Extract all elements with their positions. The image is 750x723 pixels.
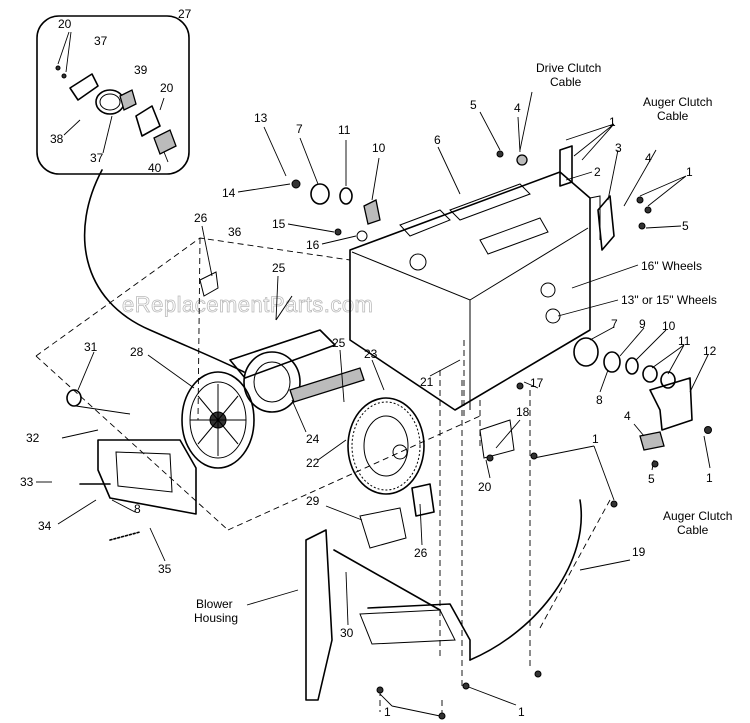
component-labels: Drive Clutch Cable Auger Clutch Cable 16… [194,61,732,625]
inset-pointer-arrow [83,169,245,373]
callout: 18 [516,405,530,419]
callout: 4 [645,151,652,165]
callout: 32 [26,431,40,445]
callout: 6 [434,133,441,147]
callout: 26 [194,211,208,225]
callout: 16 [306,238,320,252]
label-auger-clutch-cable-top: Cable [657,109,689,123]
callout: 34 [38,519,52,533]
callout: 25 [272,261,286,275]
right-bracket [559,145,712,451]
callout: 39 [134,63,148,77]
label-drive-clutch-cable: Drive Clutch [536,61,601,75]
callout: 38 [50,132,64,146]
callout: 1 [609,115,616,129]
inset-box [36,15,190,175]
callout: 1 [592,432,599,446]
callout: 1 [686,165,693,179]
callout: 29 [306,494,320,508]
callout: 10 [372,141,386,155]
callout: 11 [338,123,351,137]
callout: 37 [90,151,104,165]
label-13-15-wheels: 13" or 15" Wheels [621,293,717,307]
watermark: eReplacementParts.com [122,292,373,317]
callout: 12 [703,344,717,358]
callout: 1 [706,471,713,485]
label-16-wheels: 16" Wheels [641,259,702,273]
label-auger-clutch-cable-low: Auger Clutch [663,509,732,523]
label-blower-housing: Blower [196,597,233,611]
drive-gear [347,397,425,495]
callout: 35 [158,562,172,576]
callout: 5 [470,98,477,112]
callout: 7 [296,122,303,136]
leader-lines [36,31,711,717]
callout: 20 [160,81,174,95]
callout: 5 [682,219,689,233]
callout: 9 [639,317,646,331]
fasteners [376,150,659,720]
callout: 8 [134,502,141,516]
callout: 36 [228,225,242,239]
callout: 37 [94,34,108,48]
auger-pulley [199,271,365,413]
callout: 17 [530,376,544,390]
callout: 2 [594,165,601,179]
callout: 23 [364,347,378,361]
label-drive-clutch-cable: Cable [550,75,582,89]
frame-assembly [349,171,601,411]
callout: 30 [340,626,354,640]
callout: 14 [222,186,236,200]
callout: 21 [420,375,434,389]
callout: 20 [58,17,72,31]
callout: 4 [624,409,631,423]
inset-parts [55,65,177,155]
callout: 3 [615,141,622,155]
drive-wheel [181,371,255,469]
label-auger-clutch-cable-top: Auger Clutch [643,95,712,109]
callout: 33 [20,475,34,489]
callout: 20 [478,480,492,494]
label-blower-housing: Housing [194,611,238,625]
callout: 19 [632,545,646,559]
callout: 4 [514,101,521,115]
callout: 22 [306,456,320,470]
callout-numbers: 20 27 37 39 20 38 37 40 13 7 11 10 14 15… [20,7,717,719]
callout: 31 [84,340,98,354]
callout: 11 [678,334,691,348]
callout: 5 [648,472,655,486]
construction-lines [35,237,611,716]
callout: 28 [130,345,144,359]
callout: 24 [306,432,320,446]
callout: 8 [596,393,603,407]
callout: 10 [662,319,676,333]
label-auger-clutch-cable-low: Cable [677,523,709,537]
bearing-stack-top [291,179,381,242]
callout: 15 [272,217,286,231]
callout: 1 [384,705,391,719]
callout: 13 [254,111,268,125]
blower-housing-assembly [305,419,583,701]
callout: 26 [414,546,428,560]
callout: 7 [611,317,618,331]
callout: 27 [178,7,192,21]
callout: 40 [148,161,162,175]
side-plate [66,389,197,541]
callout: 1 [518,705,525,719]
callout: 25 [332,336,346,350]
